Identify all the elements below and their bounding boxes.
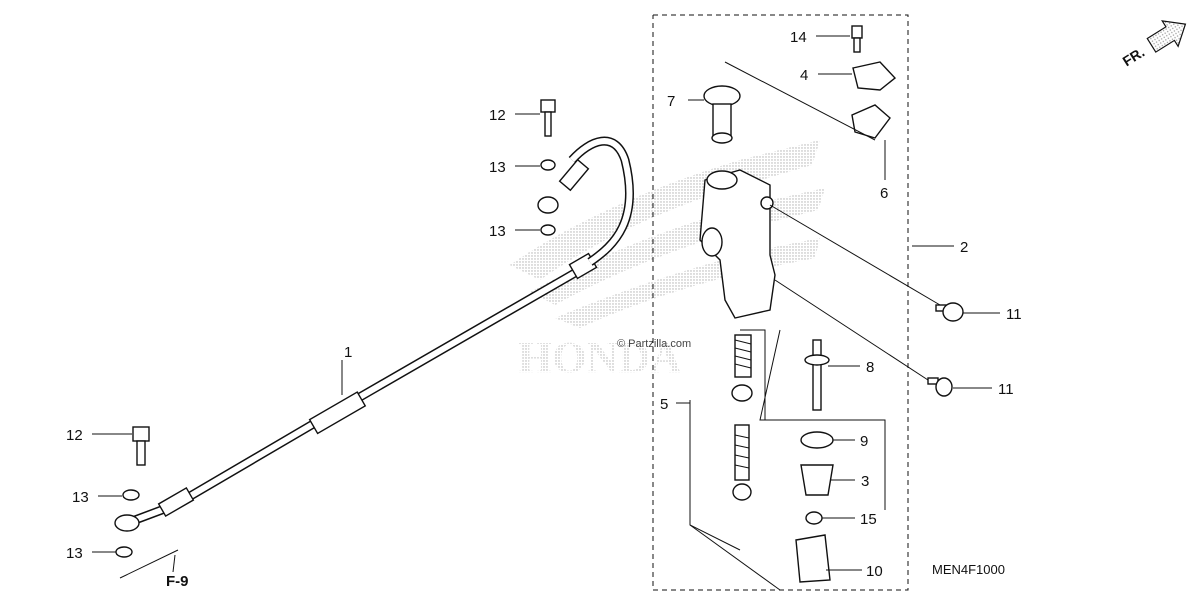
callout-12-lower: 12 (66, 427, 83, 444)
callout-15: 15 (860, 511, 877, 528)
screw-11-upper (935, 302, 964, 322)
assembly-outline-2 (652, 14, 909, 591)
callout-14: 14 (790, 29, 807, 46)
front-arrow-icon (1146, 20, 1187, 53)
callout-13-b: 13 (489, 223, 506, 240)
logo-text: HONDA (518, 333, 682, 382)
banjo-upper (537, 196, 559, 214)
washer-13-upper-a (540, 159, 556, 171)
reservoir-joint-7 (703, 85, 741, 144)
bolt-14 (851, 25, 863, 53)
callout-7: 7 (667, 93, 675, 110)
callout-12-upper: 12 (489, 107, 506, 124)
watermark-text: © Partzilla.com (617, 338, 691, 350)
bracket-line (724, 61, 876, 141)
callout-13-a: 13 (489, 159, 506, 176)
callout-1: 1 (344, 344, 352, 361)
washer-13-lower-a (122, 489, 140, 501)
diaphragm-6 (851, 104, 891, 139)
washer-13-lower-b (115, 546, 133, 558)
boot (732, 483, 752, 501)
section-ref: F-9 (166, 573, 189, 590)
diagram-code: MEN4F1000 (932, 562, 1005, 577)
push-rod-8 (804, 339, 830, 411)
callout-4: 4 (800, 67, 808, 84)
screw-11-lower (927, 377, 953, 397)
master-cylinder-body (699, 169, 776, 319)
spring (734, 334, 752, 378)
direction-label: FR. (1120, 44, 1148, 70)
callout-9: 9 (860, 433, 868, 450)
callout-3: 3 (861, 473, 869, 490)
brake-hose (114, 136, 634, 532)
bolt-12-upper (540, 99, 556, 137)
joint-10 (795, 534, 831, 583)
callout-13-d: 13 (66, 545, 83, 562)
callout-10: 10 (866, 563, 883, 580)
leader-lines (92, 35, 1000, 571)
boot-3 (800, 464, 834, 496)
callout-6: 6 (880, 185, 888, 202)
bolt-12-lower (132, 426, 150, 466)
callout-8: 8 (866, 359, 874, 376)
nut-15 (805, 511, 823, 525)
cup (731, 384, 753, 402)
callout-2: 2 (960, 239, 968, 256)
circlip-9 (800, 431, 834, 449)
callout-13-c: 13 (72, 489, 89, 506)
callout-5: 5 (660, 396, 668, 413)
plate-4 (852, 61, 897, 91)
callout-11-upper: 11 (1006, 306, 1022, 323)
callout-11-lower: 11 (998, 381, 1014, 398)
piston (734, 424, 750, 481)
ref-line (119, 549, 179, 579)
kit-box-5 (740, 329, 766, 420)
washer-13-upper-b (540, 224, 556, 236)
